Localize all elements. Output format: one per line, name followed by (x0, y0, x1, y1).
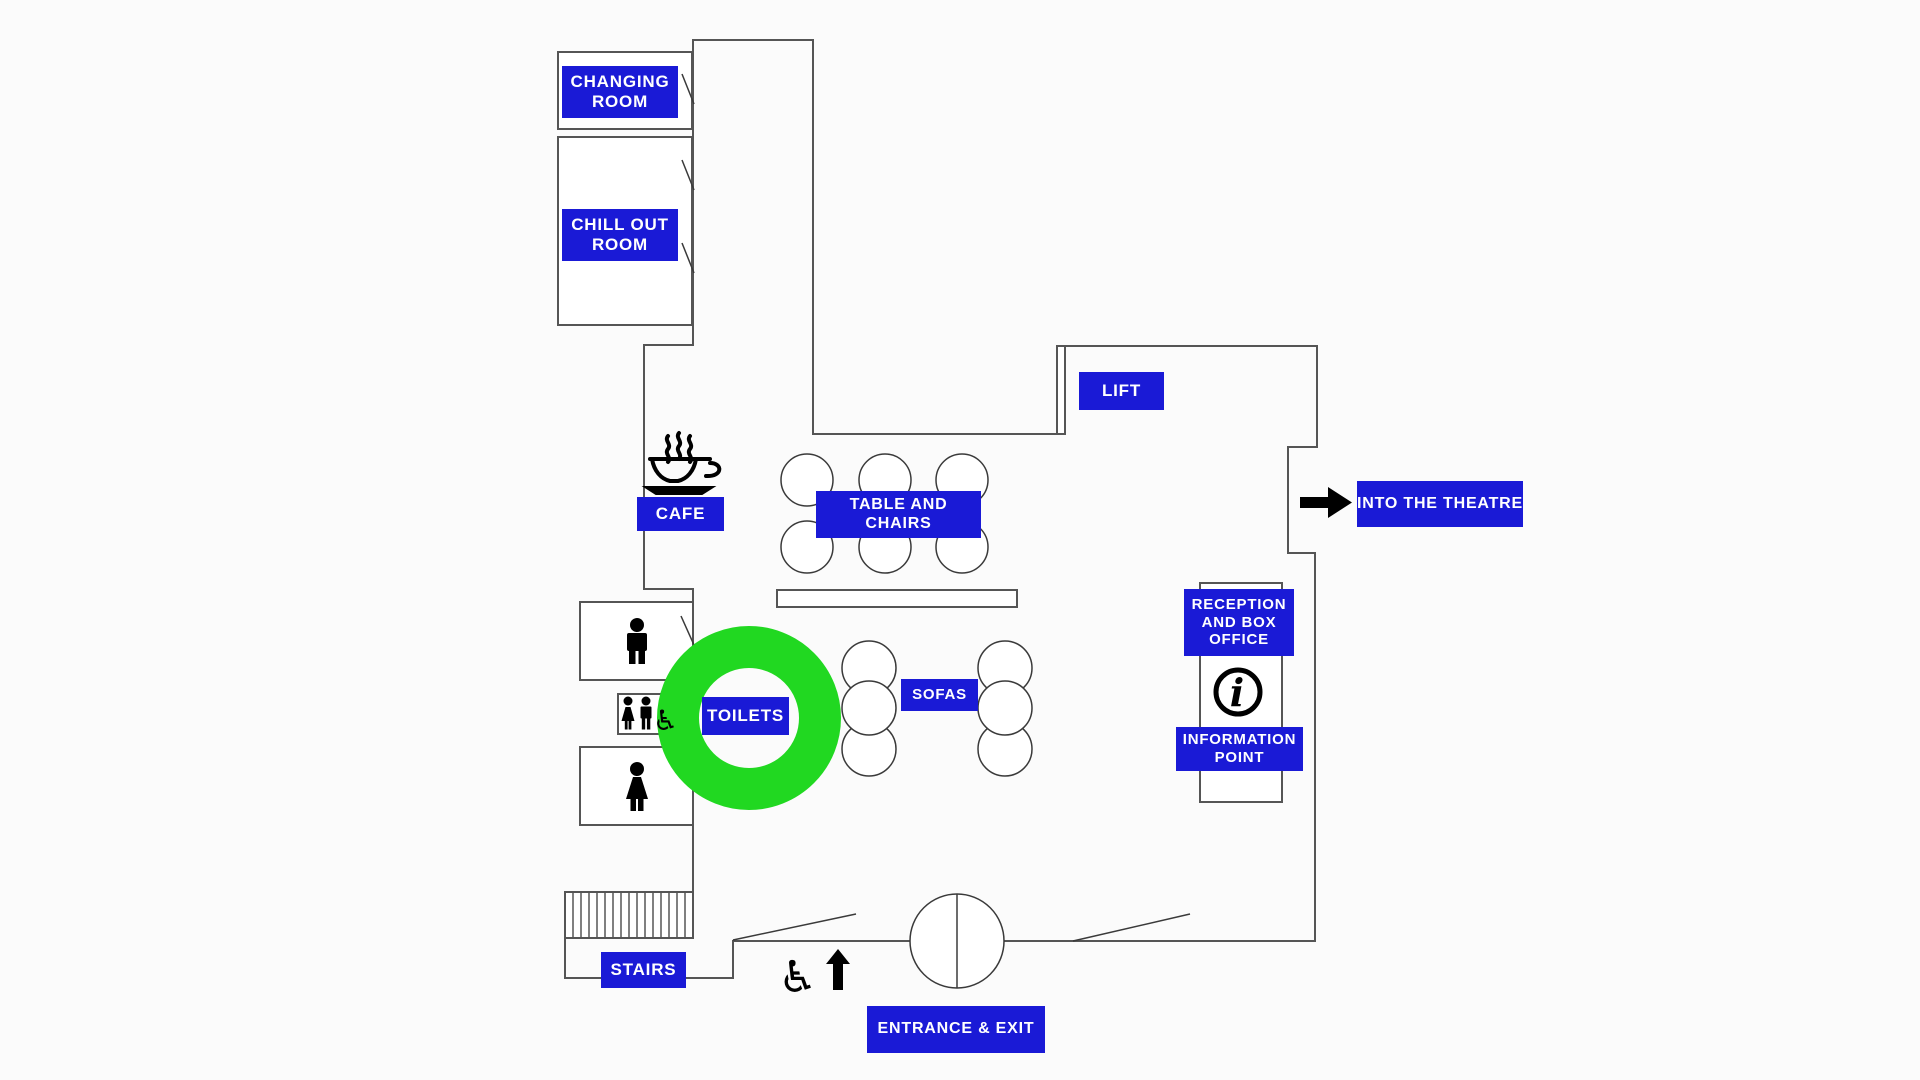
arrow-right-icon (1300, 487, 1352, 518)
male-icon (627, 618, 647, 664)
changing-room-door (681, 73, 695, 105)
information-point-label: INFORMATION POINT (1176, 727, 1303, 771)
cup-body (650, 457, 698, 483)
entrance-door (732, 893, 1191, 989)
male-mini-icon (640, 706, 652, 719)
lift-label: LIFT (1079, 372, 1164, 410)
entrance-exit-label: ENTRANCE & EXIT (867, 1006, 1045, 1053)
stairs-treads (572, 892, 686, 938)
changing-room-label: CHANGING ROOM (562, 66, 678, 118)
table-and-chairs-label: TABLE AND CHAIRS (816, 491, 981, 538)
female-icon (626, 762, 648, 811)
reception-box-office-label: RECEPTION AND BOX OFFICE (1184, 589, 1294, 656)
wall-corridor-and-hall-top (692, 39, 1066, 435)
steam (675, 431, 683, 461)
cup-handle (704, 461, 722, 479)
female-mini-icon (623, 696, 633, 706)
sofa-right (977, 680, 1033, 736)
toilets-label: TOILETS (702, 697, 789, 735)
coffee-cup-icon (641, 431, 722, 495)
wall-right-with-theatre-door (1064, 345, 1318, 942)
entrance-door-swing-right (1072, 913, 1191, 942)
cafe-label: CAFE (637, 497, 724, 531)
wheelchair-icon: ♿ (778, 952, 817, 1003)
accessible-toilet-icons: ♿ (621, 696, 678, 737)
stairs-label: STAIRS (601, 952, 686, 988)
lift-shaft-wall (1056, 345, 1066, 435)
info-icon: i (1213, 667, 1263, 717)
sofa-left (841, 680, 897, 736)
chill-out-door-lower (681, 242, 695, 274)
toilets-highlight-ring (657, 626, 841, 810)
male-mini-icon (641, 696, 651, 706)
sofas-label: SOFAS (901, 679, 978, 711)
chill-out-door-upper (681, 159, 695, 191)
chill-out-room-label: CHILL OUT ROOM (562, 209, 678, 261)
cafe-counter (776, 589, 1018, 608)
arrow-up-icon (826, 949, 850, 990)
info-glyph: i (1230, 670, 1244, 715)
female-mini-icon (621, 707, 635, 721)
wall-bottom (564, 937, 1316, 979)
entrance-door-swing-left (732, 913, 857, 941)
wheelchair-up-arrow-icon: ♿ (778, 949, 850, 1003)
wheelchair-icon: ♿ (653, 704, 678, 737)
saucer (641, 486, 717, 495)
male-toilet-door (680, 615, 695, 646)
into-the-theatre-label: INTO THE THEATRE (1357, 481, 1523, 527)
